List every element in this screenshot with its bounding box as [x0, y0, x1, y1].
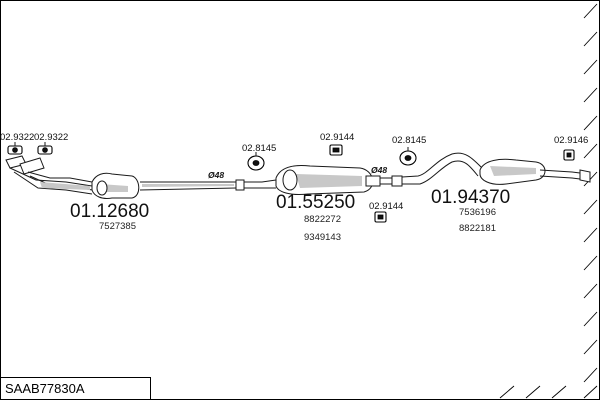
hanger-ring-rear — [399, 147, 417, 166]
label-hanger-centre: 02.9144 — [320, 132, 354, 143]
label-gasket-b: 02.9322 — [34, 132, 68, 143]
label-hanger-ring-rear: 02.8145 — [392, 135, 426, 146]
rear-silencer-ref-1: 7536196 — [459, 207, 496, 218]
rear-silencer-number: 01.94370 — [431, 187, 510, 208]
pipe-diameter-front: Ø48 — [208, 170, 224, 180]
front-silencer-ref-1: 7527385 — [99, 221, 136, 232]
rear-silencer-ref-2: 8822181 — [459, 223, 496, 234]
gasket-a — [7, 142, 23, 155]
centre-silencer — [275, 165, 392, 195]
label-gasket-a: 02.9322 — [0, 132, 34, 143]
label-hanger-lower: 02.9144 — [369, 201, 403, 212]
corner-marks — [499, 3, 598, 399]
hanger-rear — [563, 149, 575, 161]
label-hanger-ring-front: 02.8145 — [242, 143, 276, 154]
front-silencer-number: 01.12680 — [70, 201, 149, 222]
gasket-b — [37, 142, 53, 155]
middle-pipe — [235, 179, 277, 191]
rear-pipe — [391, 152, 485, 187]
pipe-diameter-rear: Ø48 — [371, 165, 387, 175]
centre-silencer-ref-1: 8822272 — [304, 214, 341, 225]
code-label: SAAB77830A — [5, 381, 85, 396]
label-hanger-rear: 02.9146 — [554, 135, 588, 146]
hanger-ring-front — [247, 152, 265, 171]
hanger-lower — [374, 211, 387, 223]
front-silencer — [91, 172, 237, 199]
rear-silencer — [479, 158, 591, 185]
front-pipe — [5, 155, 93, 195]
hanger-centre — [329, 144, 343, 156]
centre-silencer-number: 01.55250 — [276, 192, 355, 213]
centre-silencer-ref-2: 9349143 — [304, 232, 341, 243]
